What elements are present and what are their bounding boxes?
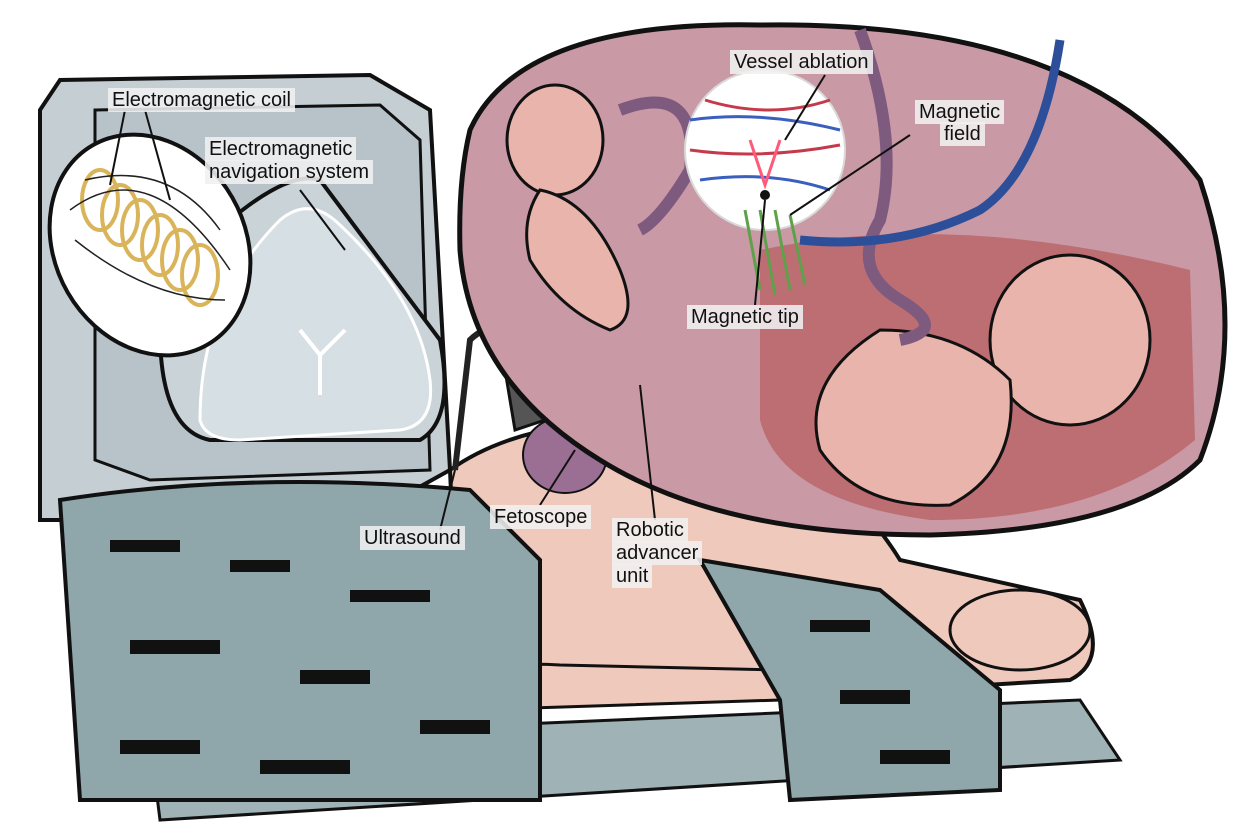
coil-inset (47, 132, 253, 358)
label-navigation-system-line2: navigation system (205, 160, 374, 184)
label-magnetic-field-line1: Magnetic (915, 100, 1005, 124)
vessel-ablation-view (684, 69, 846, 231)
label-robotic-line1: Robotic (612, 518, 688, 542)
label-robotic-line2: advancer (612, 541, 703, 565)
label-vessel-ablation: Vessel ablation (730, 50, 873, 74)
label-ultrasound: Ultrasound (360, 526, 465, 550)
label-magnetic-field-line2: field (940, 122, 985, 146)
label-robotic-line3: unit (612, 564, 653, 588)
blanket (57, 480, 1002, 803)
uterus-inset (457, 22, 1228, 538)
label-navigation-system-line1: Electromagnetic (205, 137, 357, 161)
label-electromagnetic-coil: Electromagnetic coil (108, 88, 295, 112)
label-magnetic-tip: Magnetic tip (687, 305, 803, 329)
label-fetoscope: Fetoscope (490, 505, 592, 529)
leader-lines (109, 74, 911, 531)
